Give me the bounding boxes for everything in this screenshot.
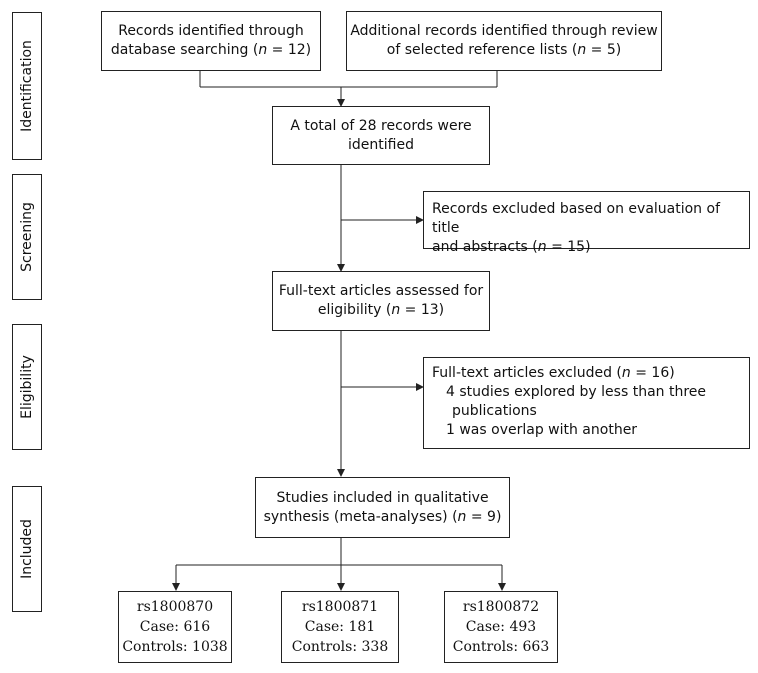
- fulltext-excluded-item-1a: 4 studies explored by less than three: [446, 384, 707, 400]
- excluded-title-line2: and abstracts (n = 15): [432, 239, 591, 255]
- snp-id: rs1800870: [136, 599, 214, 615]
- snp-case: Case: 493: [465, 619, 537, 635]
- database-records-line2: database searching (n = 12): [110, 42, 312, 58]
- snp-case: Case: 181: [304, 619, 376, 635]
- studies-included-line1: Studies included in qualitative: [276, 489, 489, 506]
- excluded-title-line1: Records excluded based on evaluation of …: [432, 201, 720, 236]
- fulltext-excluded-item-1b: publications: [452, 403, 537, 419]
- snp-case: Case: 616: [139, 619, 211, 635]
- snp-box-1: rs1800870 Case: 616 Controls: 1038: [118, 591, 232, 663]
- snp-controls: Controls: 1038: [122, 639, 228, 655]
- stage-included: Included: [12, 486, 42, 612]
- studies-included-line2: synthesis (meta-analyses) (n = 9): [263, 508, 502, 525]
- snp-id: rs1800872: [462, 599, 540, 615]
- stage-screening: Screening: [12, 174, 42, 300]
- additional-records-line1: Additional records identified through re…: [350, 23, 658, 39]
- stage-included-label: Included: [19, 519, 35, 579]
- snp-id: rs1800871: [301, 599, 379, 615]
- stage-identification-label: Identification: [19, 40, 35, 132]
- snp-box-3: rs1800872 Case: 493 Controls: 663: [444, 591, 558, 663]
- fulltext-assessed-line2: eligibility (n = 13): [317, 302, 445, 318]
- excluded-title-box: Records excluded based on evaluation of …: [423, 191, 750, 255]
- stage-eligibility: Eligibility: [12, 324, 42, 450]
- fulltext-assessed-line1: Full-text articles assessed for: [278, 283, 484, 299]
- total-records-line2: identified: [348, 136, 414, 153]
- total-records-box: A total of 28 records were identified: [272, 106, 490, 165]
- fulltext-excluded-box: Full-text articles excluded (n = 16) 4 s…: [423, 357, 750, 449]
- studies-included-box: Studies included in qualitative synthesi…: [255, 477, 510, 538]
- fulltext-excluded-item-2: 1 was overlap with another: [446, 422, 638, 438]
- fulltext-assessed-box: Full-text articles assessed for eligibil…: [272, 271, 490, 331]
- stage-screening-label: Screening: [19, 202, 35, 272]
- snp-box-2: rs1800871 Case: 181 Controls: 338: [281, 591, 399, 663]
- stage-eligibility-label: Eligibility: [19, 355, 35, 419]
- total-records-line1: A total of 28 records were: [290, 117, 472, 134]
- database-records-box: Records identified through database sear…: [101, 11, 321, 71]
- snp-controls: Controls: 338: [291, 639, 389, 655]
- snp-controls: Controls: 663: [452, 639, 550, 655]
- database-records-line1: Records identified through: [118, 23, 304, 39]
- fulltext-excluded-heading: Full-text articles excluded (n = 16): [432, 365, 675, 381]
- additional-records-box: Additional records identified through re…: [346, 11, 662, 71]
- stage-identification: Identification: [12, 12, 42, 160]
- additional-records-line2: of selected reference lists (n = 5): [386, 42, 622, 58]
